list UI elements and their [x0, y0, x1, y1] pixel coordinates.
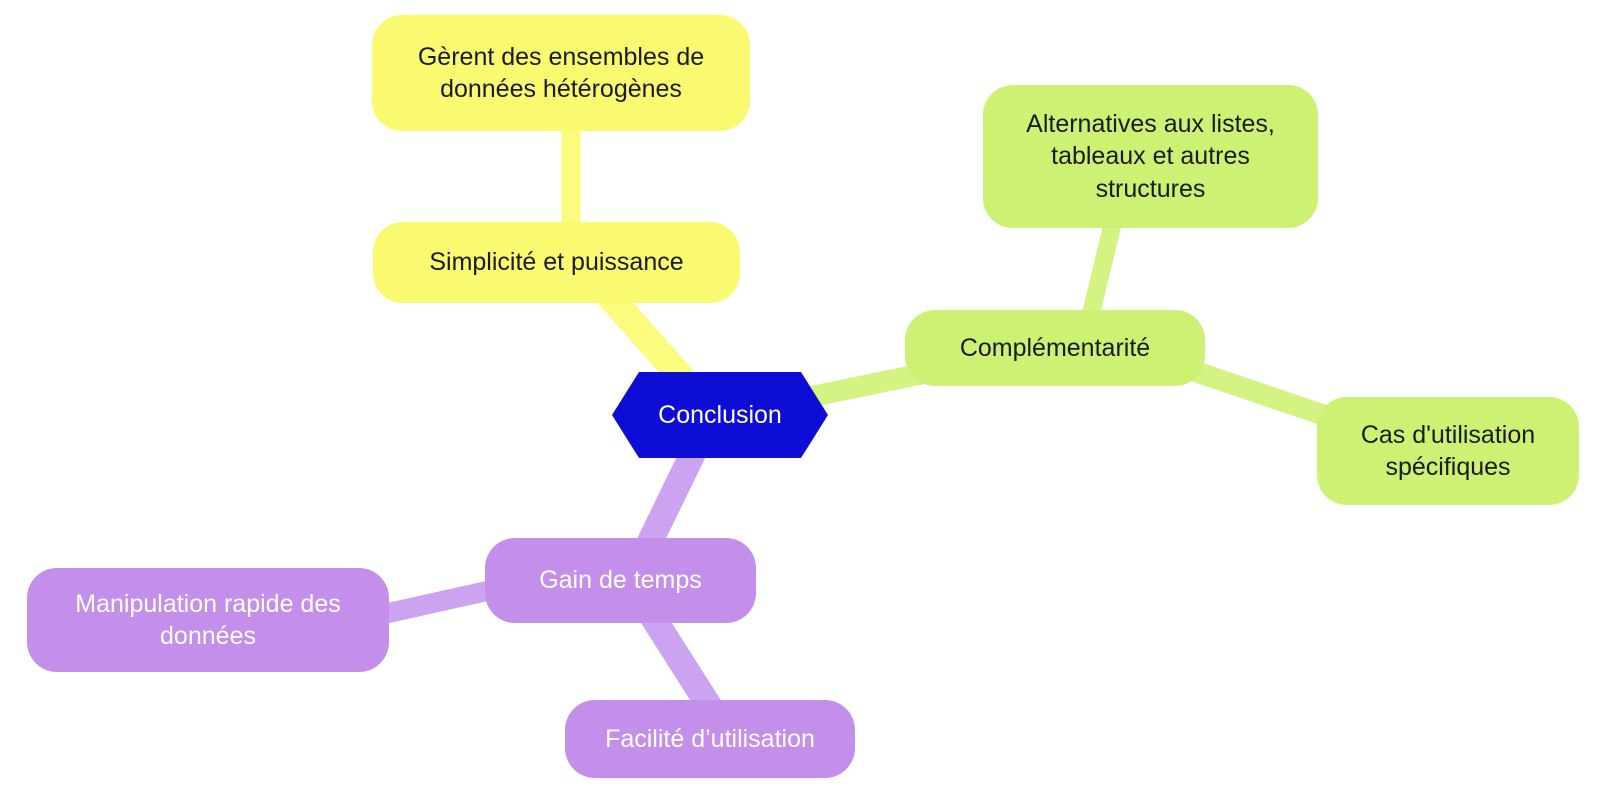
mindmap-node-cas-utilisation: Cas d'utilisation spécifiques	[1317, 397, 1579, 505]
mindmap-node-simplicite: Simplicité et puissance	[373, 222, 740, 303]
edge-conclusion-gain	[632, 432, 710, 565]
mindmap-root-conclusion-hexagon: Conclusion	[612, 372, 828, 458]
edge-complementarite-alternatives	[1080, 201, 1125, 331]
mindmap-node-complementarite: Complémentarité	[905, 310, 1205, 386]
mindmap-node-gain-de-temps: Gain de temps	[485, 538, 756, 623]
mindmap-node-manipulation: Manipulation rapide des données	[27, 568, 389, 672]
edge-gain-manipulation	[365, 577, 515, 626]
mindmap-node-gerent: Gèrent des ensembles de données hétérogè…	[372, 15, 750, 131]
mindmap-node-alternatives: Alternatives aux listes, tableaux et aut…	[983, 85, 1318, 228]
mindmap-node-facilite: Facilité d’utilisation	[565, 700, 855, 778]
